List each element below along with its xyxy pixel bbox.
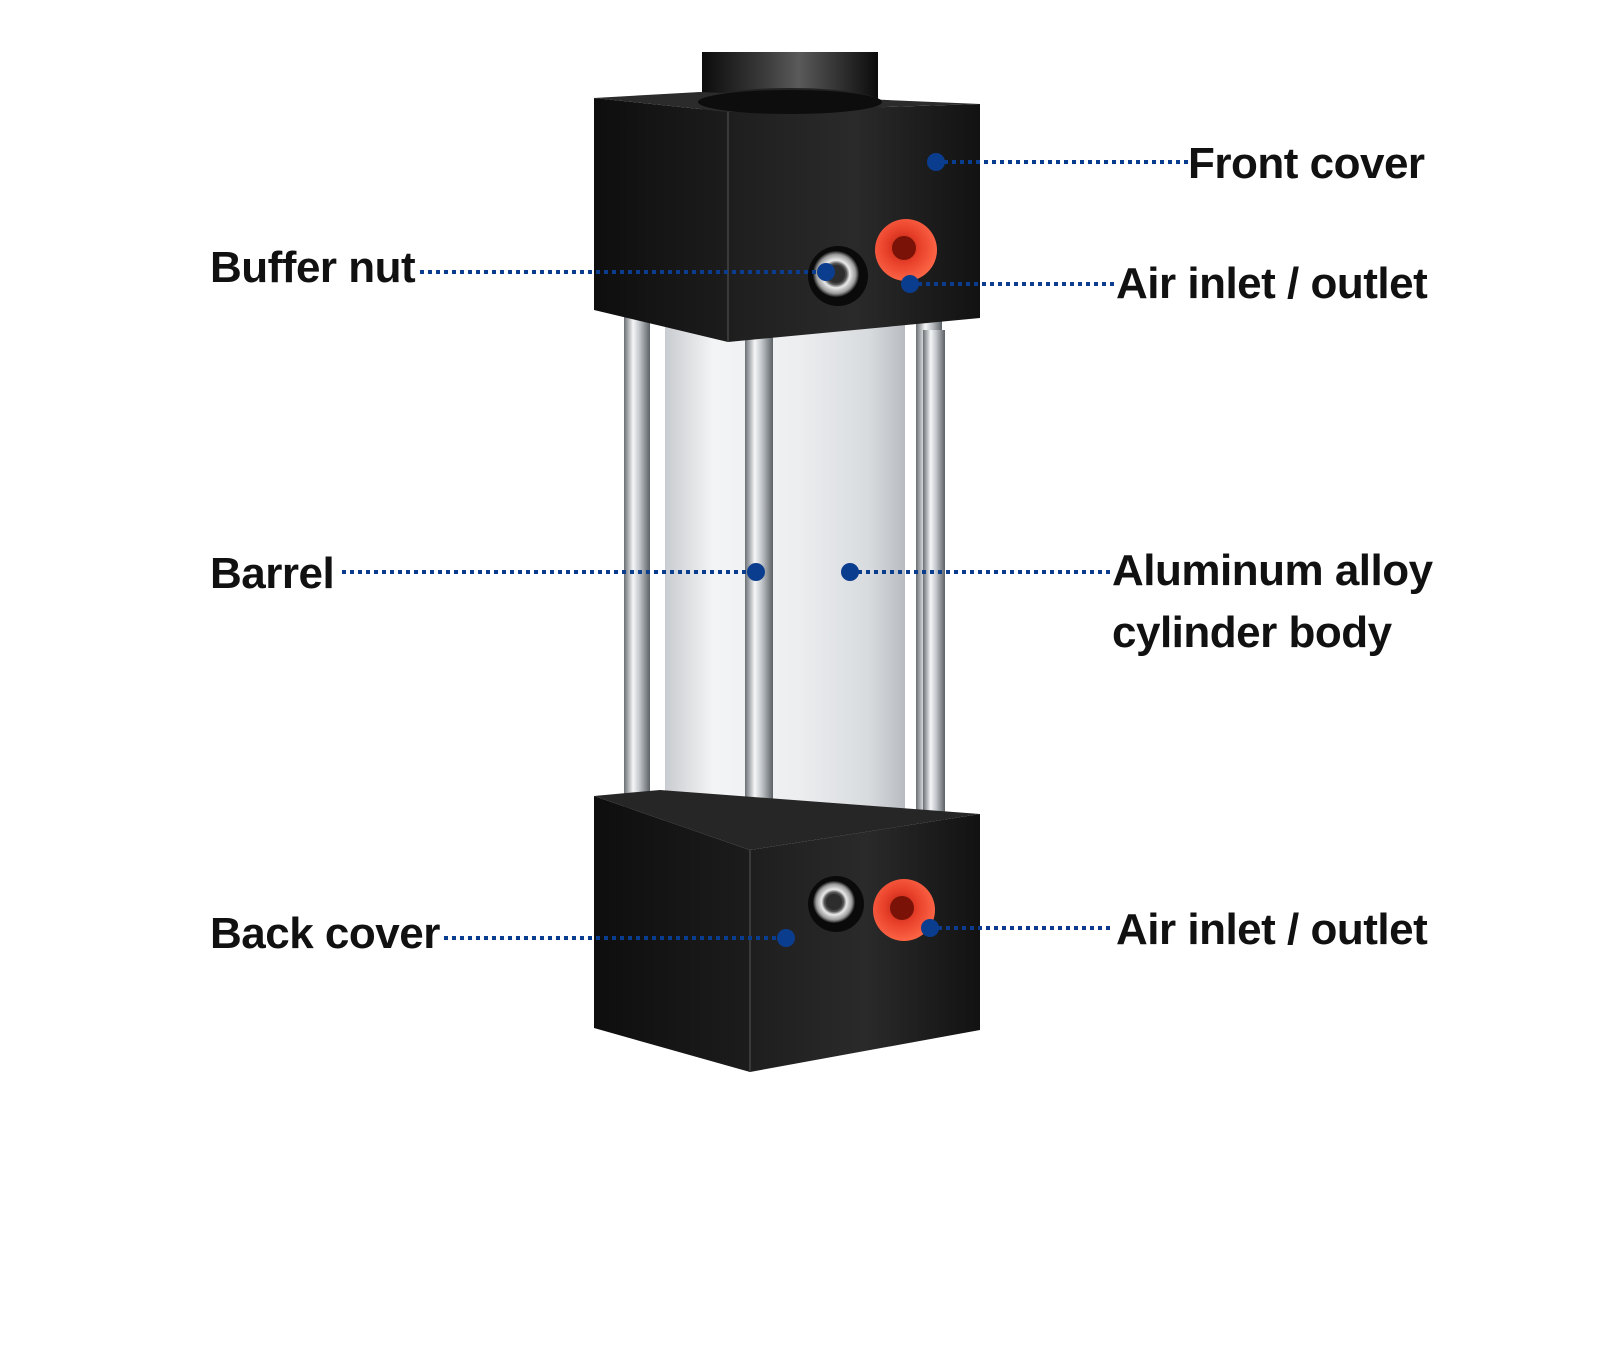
leader-markers: [747, 153, 945, 947]
marker-back-cover: [777, 929, 795, 947]
label-front-cover: Front cover: [1188, 139, 1425, 188]
label-barrel: Barrel: [210, 549, 335, 598]
label-back-cover: Back cover: [210, 909, 440, 958]
marker-front-cover: [927, 153, 945, 171]
barrel-assembly: [624, 310, 945, 838]
back-cover-block: [594, 790, 980, 1072]
label-air-inlet-outlet-bottom: Air inlet / outlet: [1116, 905, 1428, 954]
label-aluminum-line2: cylinder body: [1112, 608, 1392, 657]
label-air-inlet-outlet-top: Air inlet / outlet: [1116, 259, 1428, 308]
label-aluminum-line1: Aluminum alloy: [1112, 546, 1433, 595]
marker-air-inlet-bottom: [921, 919, 939, 937]
marker-buffer-nut: [817, 263, 835, 281]
front-cover-block: [594, 90, 980, 342]
marker-barrel: [747, 563, 765, 581]
marker-aluminum-body: [841, 563, 859, 581]
label-buffer-nut: Buffer nut: [210, 243, 416, 292]
marker-air-inlet-top: [901, 275, 919, 293]
label-aluminum-body: Aluminum alloy cylinder body: [1112, 540, 1433, 664]
leader-lines: [342, 160, 1188, 940]
